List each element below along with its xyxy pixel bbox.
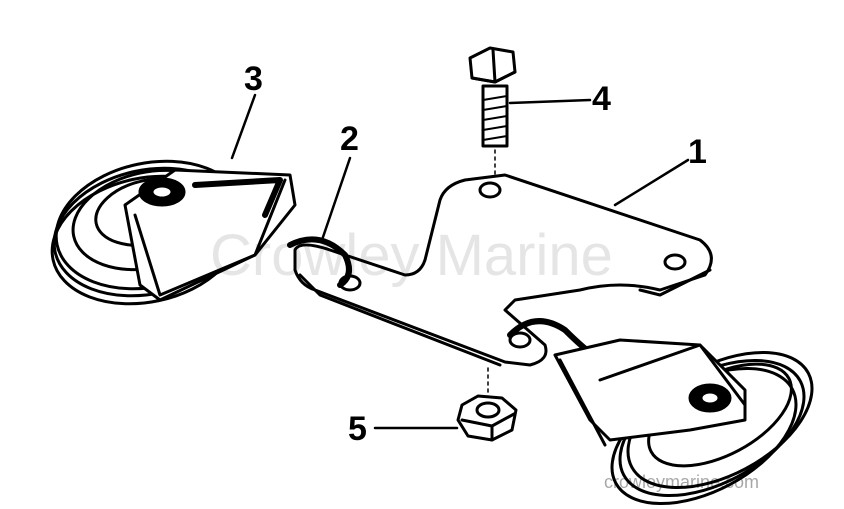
nut [456,367,518,442]
bolt [468,46,517,176]
callout-5: 5 [348,410,367,448]
left-pulley-bracket [123,168,297,302]
callout-3: 3 [244,60,263,98]
leader-4 [508,98,592,105]
watermark: Crowley Marine [210,223,613,288]
leader-lines [230,93,690,430]
callout-2: 2 [340,120,359,158]
wire-link-left [287,236,352,288]
mounting-plate [293,173,713,367]
callout-4: 4 [592,80,611,118]
right-pulley-bracket [553,338,747,447]
callout-1: 1 [688,133,707,171]
leader-3 [230,93,257,160]
leader-2 [320,156,352,242]
leader-1 [613,158,690,207]
footer-watermark: crowleymarine.com [604,472,760,492]
